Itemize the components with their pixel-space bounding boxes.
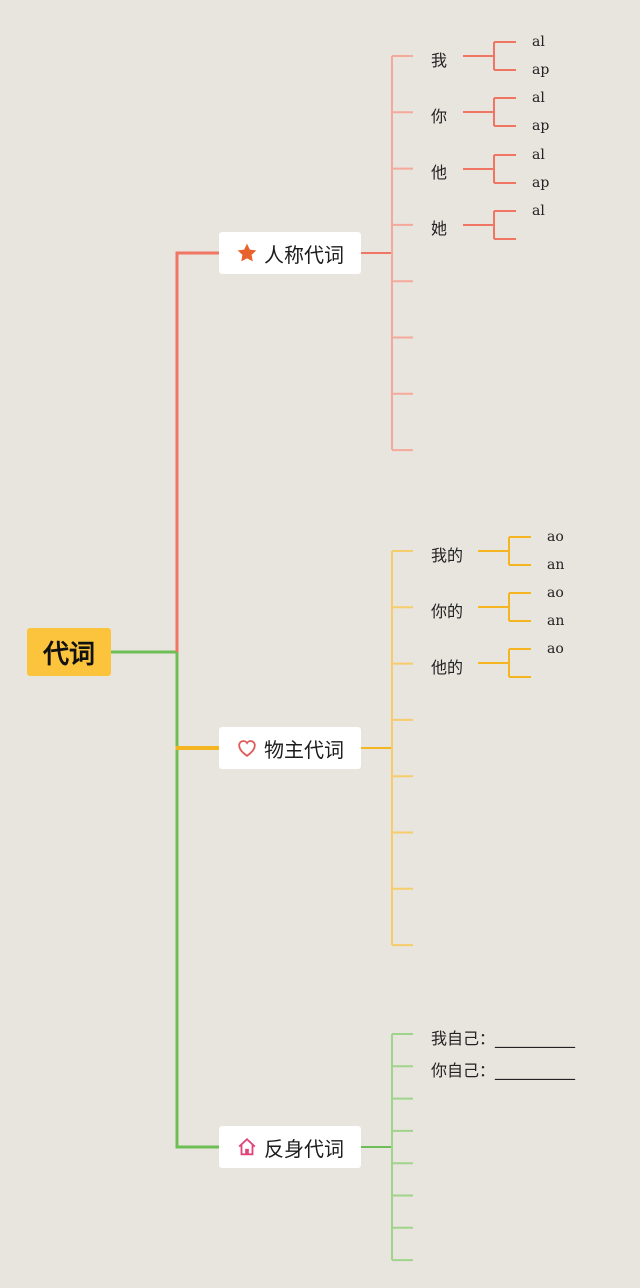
star-icon <box>236 242 258 264</box>
branch-node-personal-pronouns[interactable]: 人称代词 <box>219 232 361 274</box>
sub-item[interactable]: ao <box>547 529 564 545</box>
branch-label: 反身代词 <box>264 1136 344 1161</box>
leaf-item[interactable]: 我自己：__________ <box>431 1029 576 1048</box>
heart-icon <box>236 737 258 759</box>
sub-item[interactable]: al <box>532 34 545 50</box>
sub-item[interactable]: al <box>532 203 545 219</box>
leaf-item[interactable]: 你的 <box>431 602 464 621</box>
sub-item[interactable]: ao <box>547 641 564 657</box>
branch-label: 物主代词 <box>264 737 344 762</box>
leaf-item[interactable]: 你 <box>431 107 448 126</box>
sub-item[interactable]: al <box>532 147 545 163</box>
leaf-item[interactable]: 我 <box>431 51 448 70</box>
leaf-item[interactable]: 你自己：__________ <box>431 1061 576 1080</box>
leaf-item[interactable]: 他的 <box>431 658 464 677</box>
sub-item[interactable]: ap <box>532 62 550 78</box>
branch-label: 人称代词 <box>264 242 344 267</box>
branch-node-possessive-pronouns[interactable]: 物主代词 <box>219 727 361 769</box>
branch-node-reflexive-pronouns[interactable]: 反身代词 <box>219 1126 361 1168</box>
sub-item[interactable]: ap <box>532 175 550 191</box>
home-icon <box>236 1136 258 1158</box>
leaf-item[interactable]: 他 <box>431 163 448 182</box>
root-label: 代词 <box>42 639 95 670</box>
root-node[interactable]: 代词 <box>27 628 111 676</box>
sub-item[interactable]: ao <box>547 585 564 601</box>
leaf-item[interactable]: 我的 <box>431 546 464 565</box>
sub-item[interactable]: an <box>547 613 565 629</box>
leaf-item[interactable]: 她 <box>431 219 448 238</box>
sub-item[interactable]: al <box>532 90 545 106</box>
sub-item[interactable]: ap <box>532 118 550 134</box>
sub-item[interactable]: an <box>547 557 565 573</box>
